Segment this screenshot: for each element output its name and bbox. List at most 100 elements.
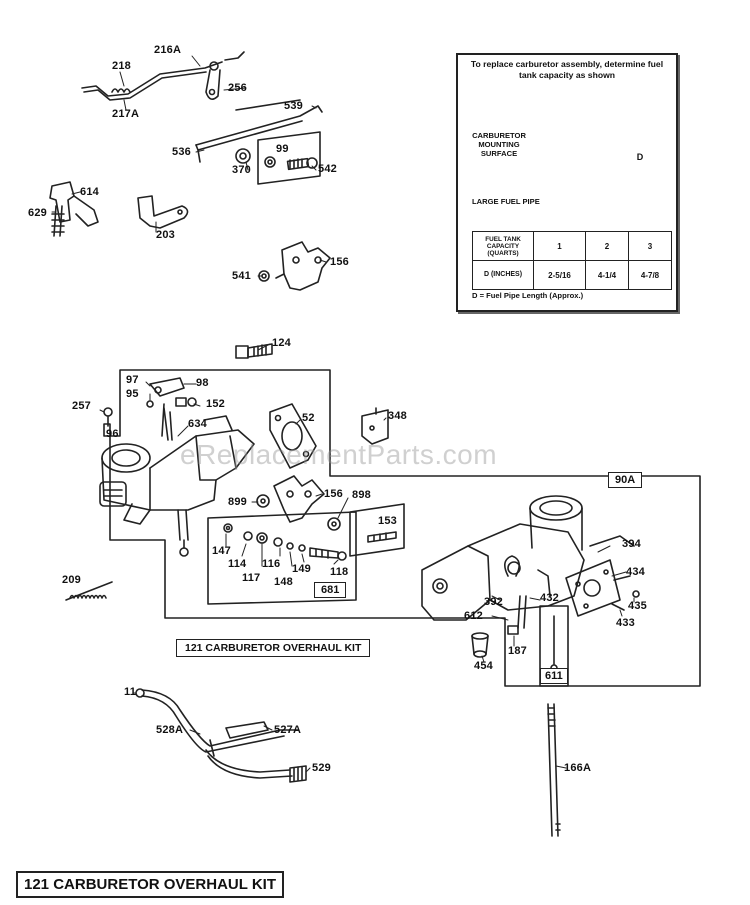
part-label: 614	[80, 186, 99, 198]
part-label: 152	[206, 398, 225, 410]
table-row: D (INCHES) 2-5/16 4-1/4 4-7/8	[472, 260, 673, 290]
screw-187	[507, 625, 519, 635]
stud-166A	[547, 703, 561, 837]
part-label: 433	[616, 617, 635, 629]
part-label: 52	[302, 412, 315, 424]
part-label: 216A	[154, 44, 182, 56]
plate-348	[361, 407, 389, 445]
part-label: 348	[388, 410, 407, 422]
washer-899	[256, 494, 270, 508]
part-label: 209	[62, 574, 81, 586]
bracket-156-top	[275, 241, 331, 291]
part-label: 149	[292, 563, 311, 575]
carburetor-body-left	[99, 407, 255, 557]
part-label: 527A	[274, 724, 302, 736]
spring-209	[65, 581, 113, 601]
table-row: FUEL TANK CAPACITY (QUARTS) 1 2 3	[472, 231, 673, 261]
footer-kit-label: 121 CARBURETOR OVERHAUL KIT	[16, 871, 284, 898]
fuel-tank-inset: To replace carburetor assembly, determin…	[456, 53, 678, 312]
part-label-90A: 90A	[608, 472, 643, 488]
part-label: 898	[352, 489, 371, 501]
part-label: 217A	[112, 108, 140, 120]
capacity-cell: 2	[585, 231, 629, 261]
bracket-156-mid	[273, 475, 325, 523]
part-label: 153	[378, 515, 397, 527]
part-label: 536	[172, 146, 191, 158]
part-label: 147	[212, 545, 231, 557]
part-label: 99	[276, 143, 289, 155]
part-label: 156	[330, 256, 349, 268]
part-label: 542	[318, 163, 337, 175]
d-value-cell: 4-7/8	[627, 260, 673, 290]
d-value-cell: 4-1/4	[585, 260, 629, 290]
throttle-parts	[146, 377, 197, 437]
part-label: 435	[628, 600, 647, 612]
mounting-surface-label: CARBURETOR MOUNTING SURFACE	[472, 131, 526, 158]
part-label: 156	[324, 488, 343, 500]
screw-kit-153	[349, 503, 405, 557]
part-label: 528A	[156, 724, 184, 736]
part-label: 434	[626, 566, 645, 578]
d-value-cell: 2-5/16	[533, 260, 586, 290]
part-label: 203	[156, 229, 175, 241]
leader-lines	[51, 55, 635, 773]
bracket-203	[137, 195, 189, 229]
part-label: 97	[126, 374, 139, 386]
part-label-681: 681	[314, 582, 347, 598]
part-label: 539	[284, 100, 303, 112]
part-label: 899	[228, 496, 247, 508]
capacity-cell: 3	[627, 231, 673, 261]
washer-898	[327, 517, 341, 531]
bolt-124	[235, 343, 273, 359]
capacity-cell: 1	[533, 231, 586, 261]
fuel-pump-434	[565, 559, 631, 617]
part-label: 114	[228, 558, 247, 570]
part-label: 629	[28, 207, 47, 219]
gasket-52	[269, 403, 317, 469]
part-label: 634	[188, 418, 207, 430]
part-label: 148	[274, 576, 293, 588]
part-label-611: 611	[540, 668, 568, 684]
part-label: 187	[508, 645, 527, 657]
part-label: 541	[232, 270, 251, 282]
part-label: 118	[330, 566, 349, 578]
carb-assembly-outline	[103, 369, 701, 687]
part-label: 95	[126, 388, 139, 400]
carburetor-body-right	[421, 495, 635, 629]
bracket-614	[49, 181, 99, 237]
part-label: 257	[72, 400, 91, 412]
part-label: 124	[272, 337, 291, 349]
part-label: 612	[464, 610, 483, 622]
part-label: 256	[228, 82, 247, 94]
part-label: 432	[540, 592, 559, 604]
part-label: 529	[312, 762, 331, 774]
part-label: 98	[196, 377, 209, 389]
kit-box-681	[207, 511, 357, 605]
capacity-header: FUEL TANK CAPACITY (QUARTS)	[472, 231, 534, 261]
choke-link-part	[195, 99, 323, 163]
screw-kit-99	[257, 131, 321, 185]
d-inches-header: D (INCHES)	[472, 260, 534, 290]
washer-370	[235, 148, 251, 164]
part-label: 454	[474, 660, 493, 672]
part-label: 11	[124, 686, 137, 698]
dimension-d-label: D	[636, 152, 644, 162]
part-label: 96	[106, 428, 119, 440]
part-label: 394	[622, 538, 641, 550]
part-label: 370	[232, 164, 251, 176]
fuel-capacity-table: FUEL TANK CAPACITY (QUARTS) 1 2 3 D (INC…	[472, 231, 673, 290]
watermark: eReplacementParts.com	[180, 439, 498, 470]
part-label: 166A	[564, 762, 592, 774]
governor-link-part	[81, 51, 245, 101]
part-label: 116	[262, 558, 281, 570]
inset-title: To replace carburetor assembly, determin…	[470, 59, 664, 80]
fuel-pipe-528A	[135, 688, 307, 783]
large-fuel-pipe-label: LARGE FUEL PIPE	[472, 197, 540, 206]
inset-footnote: D = Fuel Pipe Length (Approx.)	[472, 291, 584, 300]
part-label: 117	[242, 572, 261, 584]
screw-435	[611, 590, 640, 611]
part-label: 218	[112, 60, 131, 72]
part-label: 392	[484, 596, 503, 608]
bushing-454	[471, 632, 489, 658]
